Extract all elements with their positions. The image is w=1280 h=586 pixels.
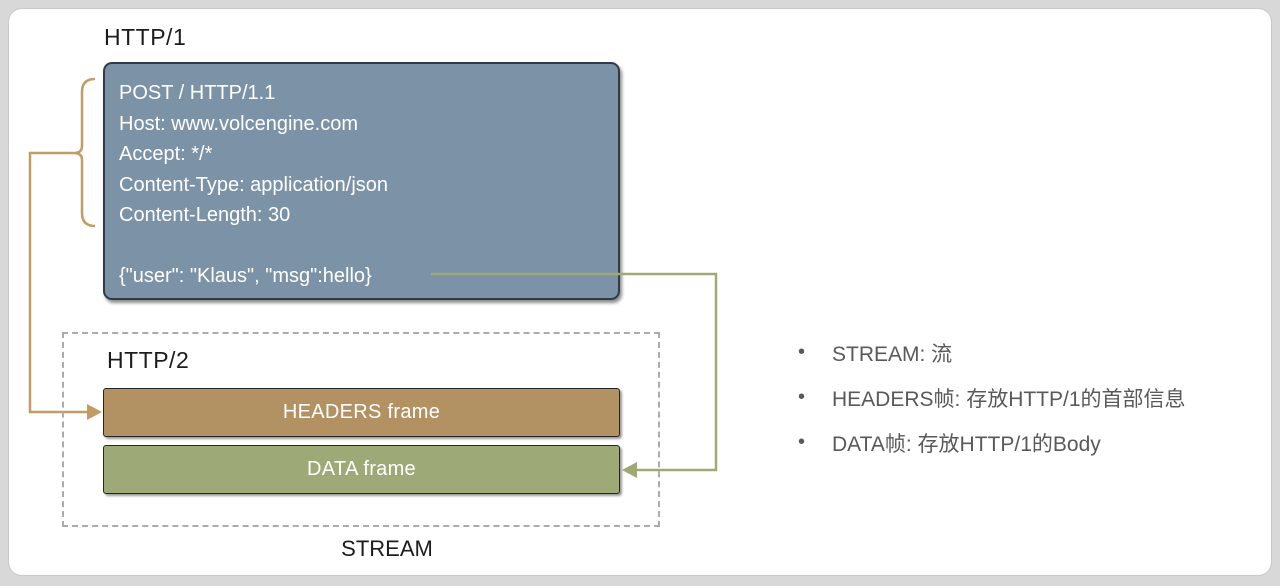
request-line-accept: Accept: */* [119,143,213,165]
request-line-content-length: Content-Length: 30 [119,204,291,226]
data-frame-label: DATA frame [307,458,416,480]
legend-item-text: STREAM: 流 [832,342,953,366]
legend-item-data-frame: • DATA帧: 存放HTTP/1的Body [792,420,1262,465]
data-frame-bar: DATA frame [103,445,620,494]
legend-item-text: DATA帧: 存放HTTP/1的Body [832,432,1101,456]
legend-item-stream: • STREAM: 流 [792,330,1262,375]
legend-item-text: HEADERS帧: 存放HTTP/1的首部信息 [832,387,1186,411]
request-line-body: {"user": "Klaus", "msg":hello} [119,265,372,287]
request-line-method: POST / HTTP/1.1 [119,82,276,104]
request-line-blank [119,231,610,262]
request-line-content-type: Content-Type: application/json [119,173,389,196]
http1-title: HTTP/1 [104,24,187,50]
bullet-icon: • [798,341,806,363]
legend: • STREAM: 流 • HEADERS帧: 存放HTTP/1的首部信息 • … [792,330,1262,465]
http1-request-text: POST / HTTP/1.1 Host: www.volcengine.com… [119,78,610,292]
bullet-icon: • [798,386,806,408]
http1-request-box: POST / HTTP/1.1 Host: www.volcengine.com… [103,62,620,300]
http2-stream-box [62,332,660,527]
headers-frame-bar: HEADERS frame [103,388,620,437]
http2-title: HTTP/2 [107,347,190,373]
legend-item-headers-frame: • HEADERS帧: 存放HTTP/1的首部信息 [792,375,1262,420]
bullet-icon: • [798,431,806,453]
headers-frame-label: HEADERS frame [282,401,441,423]
request-line-host: Host: www.volcengine.com [119,112,358,135]
stream-label: STREAM [341,536,433,561]
